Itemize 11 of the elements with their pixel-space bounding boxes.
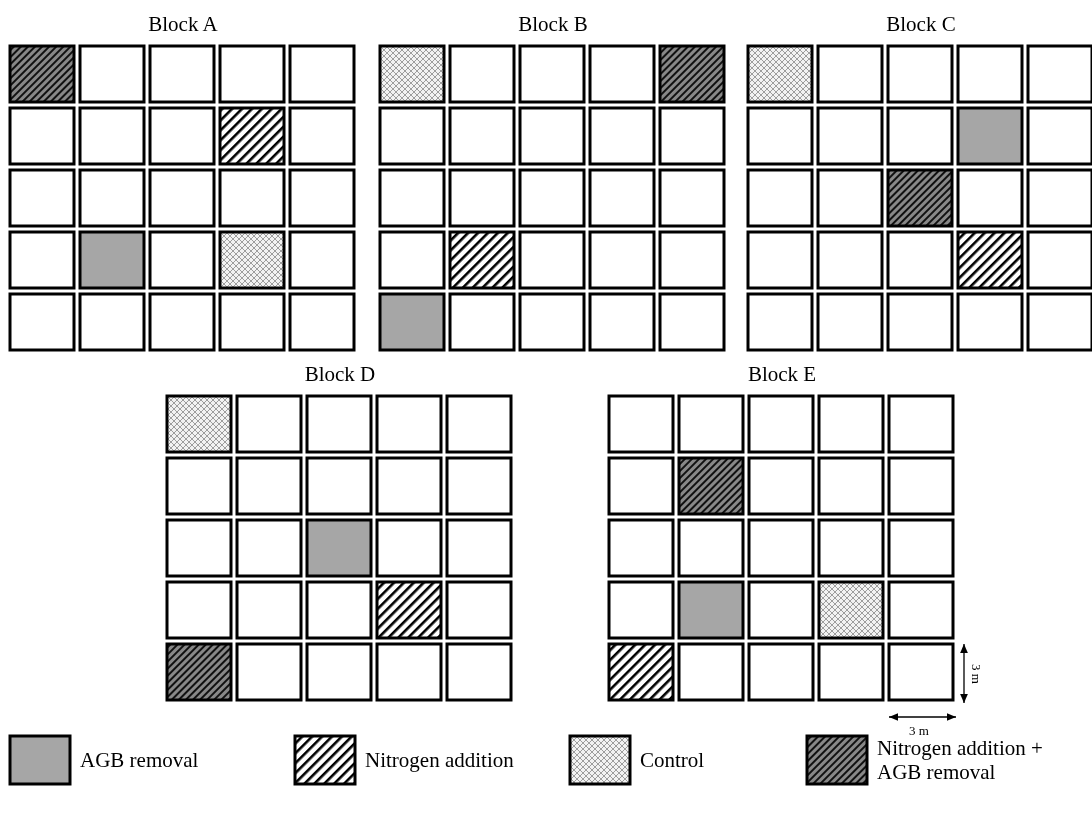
legend-label: Control — [640, 748, 706, 772]
legend-label: Nitrogen addition — [365, 748, 515, 772]
block-title: Block E — [746, 362, 818, 387]
dimension-label: 3 m — [909, 723, 929, 739]
block-title: Block A — [147, 12, 219, 37]
block-title: Block C — [885, 12, 957, 37]
legend-label: AGB removal — [80, 748, 200, 772]
block-title: Block B — [517, 12, 589, 37]
legend-label: Nitrogen addition + AGB removal — [877, 736, 1044, 784]
block-title: Block D — [303, 362, 377, 387]
dimension-label: 3 m — [968, 664, 984, 684]
